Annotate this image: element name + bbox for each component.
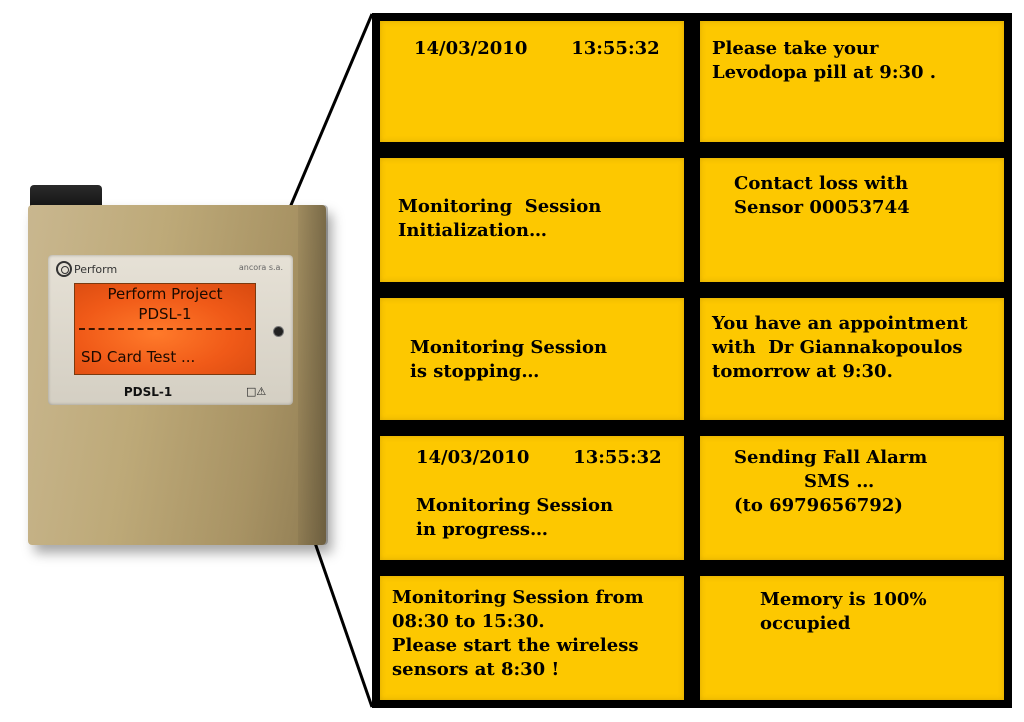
screen-appointment: You have an appointment with Dr Giannako… xyxy=(692,290,1012,428)
screen-text-line: Sensor 00053744 xyxy=(734,197,910,218)
screen-text-line: is stopping… xyxy=(410,361,540,382)
screen-session-stopping: Monitoring Session is stopping… xyxy=(372,290,692,428)
perform-logo: Perform xyxy=(56,261,117,277)
screen-levodopa-reminder: Please take your Levodopa pill at 9:30 . xyxy=(692,13,1012,150)
screen-text-line: Initialization… xyxy=(398,220,547,241)
lcd-device-model: PDSL-1 xyxy=(138,305,192,323)
screen-session-schedule-body: Monitoring Session from 08:30 to 15:30. … xyxy=(380,576,684,700)
screen-date-time: 14/03/2010 13:55:32 xyxy=(372,13,692,150)
lcd-project-title: Perform Project xyxy=(107,285,223,303)
screen-text-line: Memory is 100% xyxy=(760,589,927,610)
screen-session-stopping-body: Monitoring Session is stopping… xyxy=(380,298,684,420)
screen-fall-alarm: Sending Fall Alarm SMS … (to 6979656792) xyxy=(692,428,1012,568)
status-led xyxy=(274,327,283,336)
screen-session-in-progress-body: 14/03/2010 13:55:32 Monitoring Session i… xyxy=(380,436,684,560)
screen-text-line: Sending Fall Alarm xyxy=(734,447,928,468)
screen-session-initialization: Monitoring Session Initialization… xyxy=(372,150,692,290)
screen-text-line: Levodopa pill at 9:30 . xyxy=(712,62,937,83)
screen-text-line: Please start the wireless xyxy=(392,635,639,656)
lcd-separator xyxy=(79,328,251,330)
perform-logo-text: Perform xyxy=(74,262,118,276)
screen-memory-full: Memory is 100% occupied xyxy=(692,568,1012,708)
device-model-label: PDSL-1 xyxy=(123,385,173,399)
screen-text-line: Monitoring Session xyxy=(416,495,614,516)
perform-logo-icon xyxy=(56,261,72,277)
screen-text-line: occupied xyxy=(760,613,851,634)
screen-session-schedule: Monitoring Session from 08:30 to 15:30. … xyxy=(372,568,692,708)
screen-text-line: Monitoring Session from xyxy=(392,587,644,608)
screen-text-line: Please take your xyxy=(712,38,879,59)
screen-text-line: with Dr Giannakopoulos xyxy=(712,337,963,358)
ancora-logo: ancora s.a. xyxy=(238,263,283,272)
lcd-status-text: SD Card Test ... xyxy=(81,348,196,366)
screen-contact-loss-body: Contact loss with Sensor 00053744 xyxy=(700,158,1004,282)
screen-text-line: Contact loss with xyxy=(734,173,909,194)
screen-text-line: Monitoring Session xyxy=(398,196,602,217)
screen-text-line: SMS … xyxy=(804,471,875,492)
device-edge xyxy=(298,205,328,545)
warning-icons: □⚠ xyxy=(246,385,267,398)
device-lcd-screen: Perform Project PDSL-1 SD Card Test ... xyxy=(74,283,256,375)
pdsl-device: Perform ancora s.a. Perform Project PDSL… xyxy=(28,185,328,545)
screen-text-line: Monitoring Session xyxy=(410,337,608,358)
screen-session-in-progress: 14/03/2010 13:55:32 Monitoring Session i… xyxy=(372,428,692,568)
screen-text-line: 08:30 to 15:30. xyxy=(392,611,545,632)
screen-text-line: (to 6979656792) xyxy=(734,495,903,516)
screen-fall-alarm-body: Sending Fall Alarm SMS … (to 6979656792) xyxy=(700,436,1004,560)
screen-text-line: sensors at 8:30 ! xyxy=(392,659,560,680)
screen-text-line: 14/03/2010 13:55:32 xyxy=(416,447,662,468)
screen-contact-loss: Contact loss with Sensor 00053744 xyxy=(692,150,1012,290)
screen-memory-full-body: Memory is 100% occupied xyxy=(700,576,1004,700)
screen-text-line: You have an appointment xyxy=(712,313,968,334)
screen-date-time-body: 14/03/2010 13:55:32 xyxy=(380,21,684,142)
device-front-panel: Perform ancora s.a. Perform Project PDSL… xyxy=(48,255,293,405)
screen-appointment-body: You have an appointment with Dr Giannako… xyxy=(700,298,1004,420)
screen-text-line: tomorrow at 9:30. xyxy=(712,361,893,382)
screen-text-line: 14/03/2010 13:55:32 xyxy=(414,38,660,59)
screen-text-line: in progress… xyxy=(416,519,549,540)
screen-levodopa-reminder-body: Please take your Levodopa pill at 9:30 . xyxy=(700,21,1004,142)
screen-session-initialization-body: Monitoring Session Initialization… xyxy=(380,158,684,282)
